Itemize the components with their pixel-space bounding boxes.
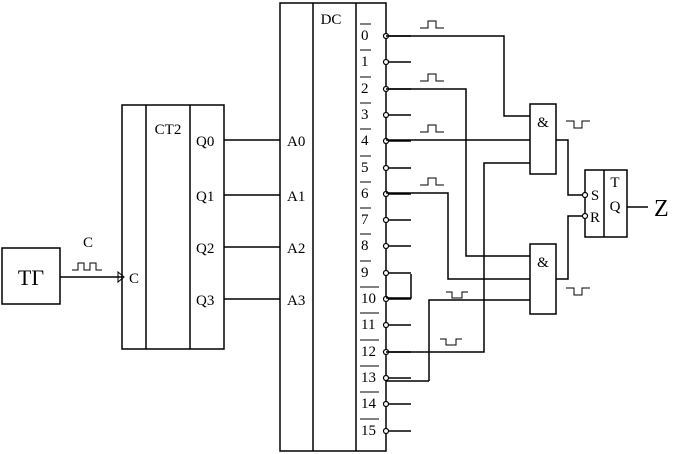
- decoder-output-inverter: [382, 427, 390, 435]
- counter-title: CT2: [155, 122, 182, 138]
- output-label-z: Z: [654, 196, 669, 222]
- pulse-out2: [420, 73, 444, 82]
- counter-output-q1: Q1: [196, 189, 214, 205]
- decoder-output-inverter: [382, 164, 390, 172]
- and-gate-1: &: [529, 103, 557, 175]
- pulse-out0: [420, 20, 444, 29]
- generator-box: [1, 247, 61, 305]
- wire-out12-gate1: [386, 162, 530, 353]
- wire-out13-gate2: [428, 299, 530, 381]
- flipflop-set-inverter: [581, 191, 589, 199]
- clock-pulse-symbol: [72, 262, 102, 271]
- decoder-input-a0: A0: [287, 134, 305, 150]
- decoder-output-inverter: [382, 400, 390, 408]
- decoder-input-a1: A1: [287, 189, 305, 205]
- counter-output-q3: Q3: [196, 293, 214, 309]
- counter-clock-input-label: C: [129, 271, 139, 287]
- and-gate-2-label: &: [537, 255, 549, 271]
- clock-edge-symbol: [117, 270, 125, 284]
- counter-output-q2: Q2: [196, 241, 214, 257]
- decoder-input-a3: A3: [287, 293, 305, 309]
- decoder-output-label: 2: [361, 81, 369, 97]
- decoder-output-label: 11: [361, 317, 375, 333]
- flipflop-title: T: [610, 175, 619, 191]
- decoder-output-inverter: [382, 111, 390, 119]
- decoder-output-label: 1: [361, 54, 369, 70]
- flipflop-input-s: S: [591, 188, 599, 204]
- wire-out0-gate1: [386, 35, 530, 117]
- decoder-output-label: 6: [361, 186, 369, 202]
- flipflop-input-r: R: [590, 210, 600, 226]
- decoder-output-label: 13: [361, 370, 376, 386]
- decoder-output-inverter: [382, 321, 390, 329]
- generator-label: ТГ: [18, 265, 44, 290]
- and-gate-1-box: [529, 103, 557, 175]
- and-gate-2: &: [529, 243, 557, 315]
- pulse-gate1-out: [566, 120, 590, 129]
- decoder-output-label: 3: [361, 107, 369, 123]
- decoder-output-label: 0: [361, 28, 369, 44]
- pulse-out12: [440, 338, 462, 346]
- flipflop: T S R Q: [581, 169, 628, 238]
- decoder-output-inverter: [382, 216, 390, 224]
- wire-out6-gate2: [386, 192, 530, 280]
- decoder-output-inverter: [382, 242, 390, 250]
- decoder-output-inverter: [382, 58, 390, 66]
- flipflop-reset-inverter: [581, 212, 589, 220]
- wire-out10-stub: [386, 274, 412, 299]
- counter: CT2 C Q0 Q1 Q2 Q3: [117, 104, 225, 350]
- pulse-out4: [420, 124, 444, 133]
- counter-box: [121, 104, 225, 350]
- pulse-out10: [446, 291, 468, 299]
- wire-gate1-set: [556, 139, 585, 196]
- decoder-output-label: 12: [361, 344, 376, 360]
- wire-gate2-reset: [556, 215, 585, 280]
- decoder-output-label: 14: [361, 396, 377, 412]
- decoder-output-label: 10: [361, 291, 376, 307]
- clock-label: C: [83, 235, 93, 251]
- decoder-output-label: 8: [361, 238, 369, 254]
- decoder-output-label: 4: [361, 133, 369, 149]
- decoder-output-inverter: [382, 269, 390, 277]
- gate-wiring: [386, 35, 530, 382]
- decoder-output-label: 15: [361, 423, 376, 439]
- wire-out2-gate2: [386, 88, 530, 257]
- flipflop-box: [584, 169, 628, 238]
- decoder-output-label: 7: [361, 212, 369, 228]
- generator: ТГ: [1, 247, 61, 305]
- flipflop-output-q: Q: [610, 199, 621, 215]
- decoder-title: DC: [321, 12, 342, 28]
- decoder-output-inverter: [382, 374, 390, 382]
- decoder-box: [279, 2, 387, 452]
- decoder-output-label: 9: [361, 265, 369, 281]
- decoder-input-a2: A2: [287, 241, 305, 257]
- pulse-out6: [420, 177, 444, 186]
- decoder-output-label: 5: [361, 160, 369, 176]
- counter-output-q0: Q0: [196, 134, 214, 150]
- pulse-gate2-out: [566, 287, 590, 296]
- and-gate-1-label: &: [537, 115, 549, 131]
